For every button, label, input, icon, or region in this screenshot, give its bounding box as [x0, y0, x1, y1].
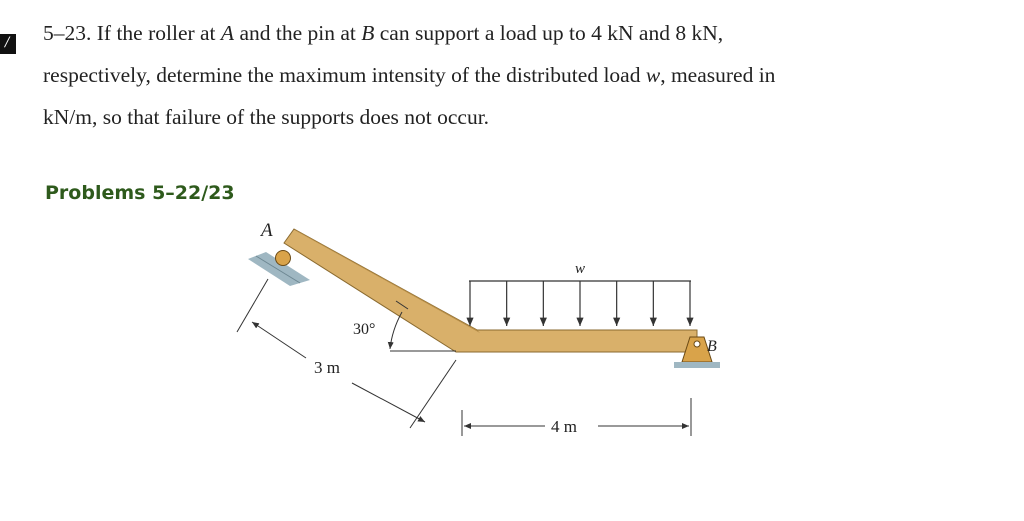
page-edge-tab: /	[0, 34, 16, 54]
angle-label: 30°	[353, 321, 375, 338]
problem-number: 5–23.	[43, 21, 92, 45]
problem-line-1: 5–23. If the roller at A and the pin at …	[43, 12, 943, 54]
load-symbol: w	[645, 63, 661, 87]
problem-line-2: respectively, determine the maximum inte…	[43, 54, 943, 96]
distributed-load	[466, 280, 694, 326]
dim-label-4m: 4 m	[551, 417, 577, 436]
angle-marker	[387, 300, 456, 352]
text-segment: , measured in	[660, 63, 776, 87]
text-segment: can support a load up to 4 kN and 8 kN,	[379, 21, 724, 45]
figure-caption: Problems 5–22/23	[45, 182, 235, 204]
tab-glyph: /	[5, 35, 10, 50]
dim-label-3m: 3 m	[314, 358, 340, 377]
text-segment: respectively, determine the maximum inte…	[43, 63, 641, 87]
dimension-3m	[236, 278, 457, 429]
problem-statement: 5–23. If the roller at A and the pin at …	[43, 12, 943, 138]
roller-support-a	[248, 250, 310, 286]
label-b: B	[707, 338, 717, 355]
text-segment: and the pin at	[239, 21, 356, 45]
point-a-ref: A	[220, 21, 235, 45]
label-w: w	[575, 261, 585, 277]
pin-support-b	[674, 336, 720, 368]
beam	[283, 228, 698, 353]
problem-line-3: kN/m, so that failure of the supports do…	[43, 105, 490, 129]
point-b-ref: B	[361, 21, 375, 45]
text-segment: If the roller at	[96, 21, 216, 45]
dimension-4m	[461, 398, 692, 436]
label-a: A	[259, 220, 273, 241]
